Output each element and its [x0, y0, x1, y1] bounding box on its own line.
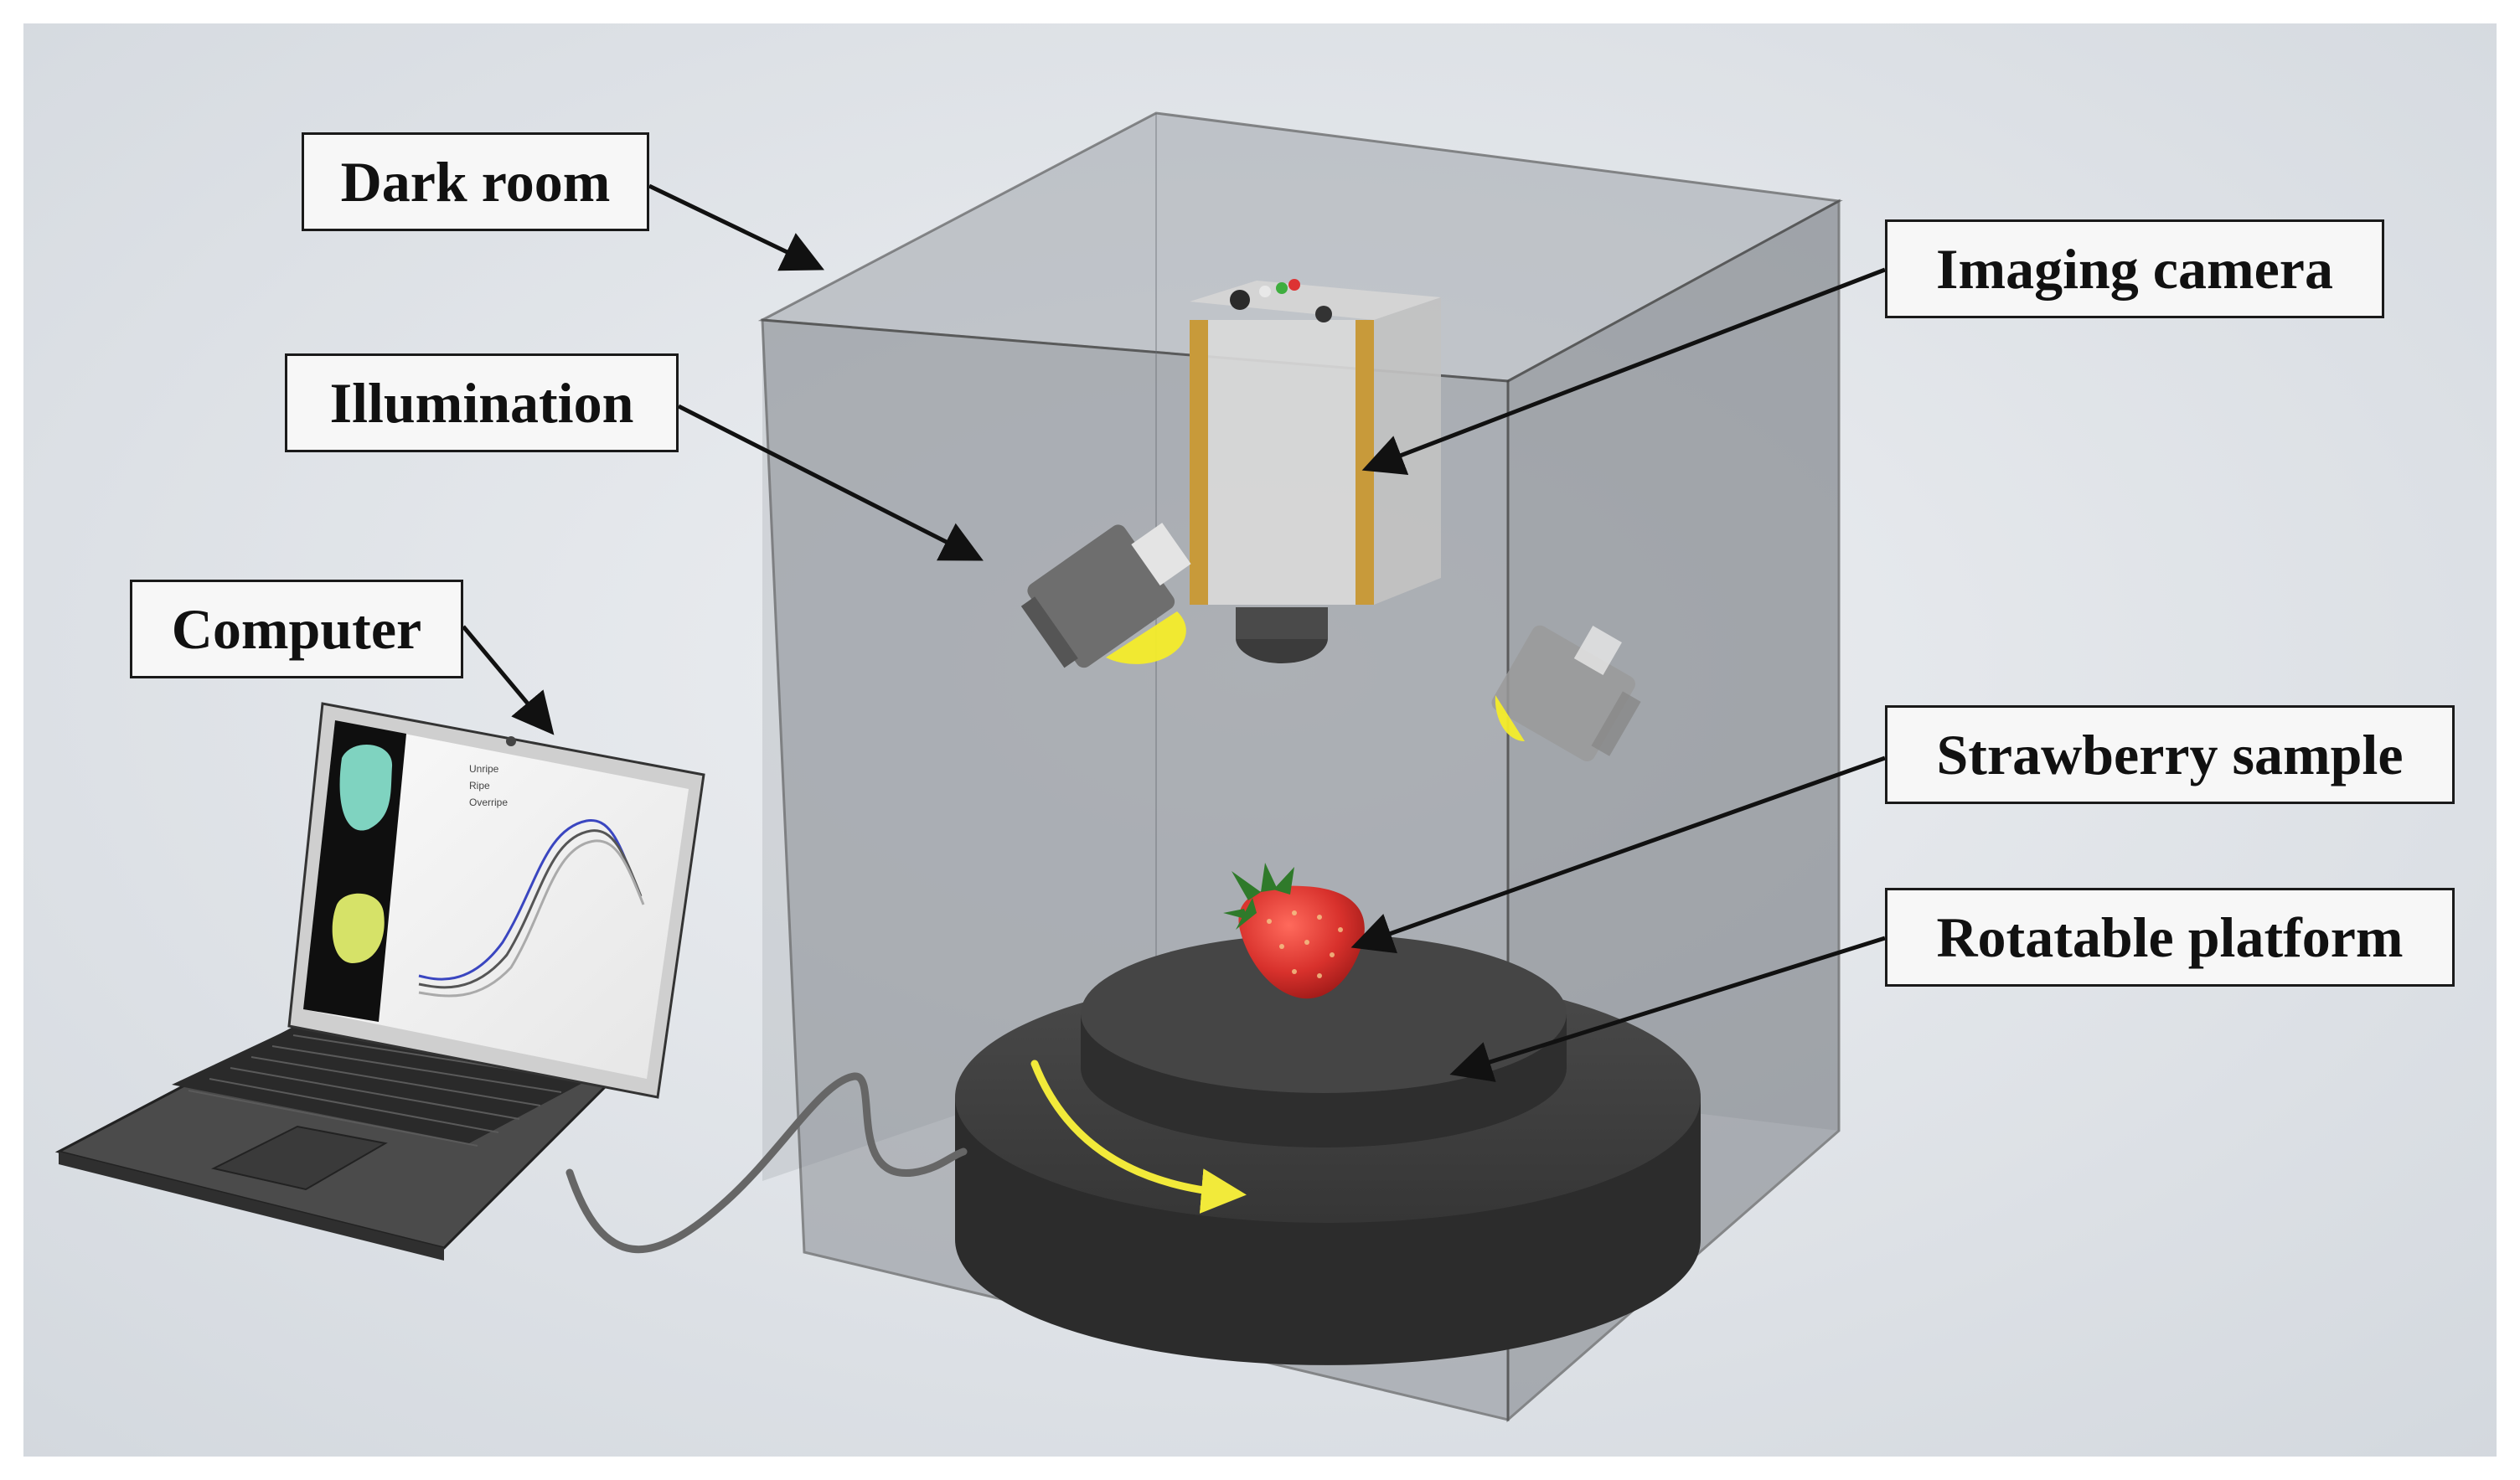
label-imaging-camera: Imaging camera — [1885, 219, 2384, 318]
camera-trim-right — [1356, 320, 1374, 605]
screen-legend: Unripe Ripe Overripe — [469, 763, 508, 808]
illumination-lamp-right — [1491, 625, 1641, 761]
rotation-arrow — [1030, 1060, 1247, 1214]
arrow-illumination — [677, 404, 984, 561]
legend-entry: Unripe — [469, 763, 499, 775]
laptop-screen — [303, 720, 689, 1079]
illumination-lamp-left — [1020, 523, 1191, 668]
label-strawberry-sample: Strawberry sample — [1885, 705, 2455, 804]
arrow-computer — [462, 625, 555, 735]
label-rotatable-platform: Rotatable platform — [1885, 888, 2455, 987]
label-computer: Computer — [130, 580, 463, 678]
leader-arrows — [462, 183, 1886, 1082]
label-illumination-text: Illumination — [329, 370, 634, 435]
laptop-computer — [54, 702, 705, 1261]
label-imaging-camera-text: Imaging camera — [1935, 236, 2333, 301]
connection-cable — [565, 1072, 968, 1254]
rotatable-platform — [955, 934, 1701, 1365]
laptop-camera-icon — [506, 736, 516, 746]
label-computer-text: Computer — [171, 596, 422, 661]
camera-trim-left — [1190, 320, 1208, 605]
arrow-strawberry-sample — [1350, 755, 1886, 954]
arrow-rotatable-platform — [1449, 936, 1886, 1082]
arrow-imaging-camera — [1361, 267, 1886, 476]
camera-knob-icon — [1230, 290, 1250, 310]
strawberry-sample — [1223, 863, 1365, 999]
legend-entry: Overripe — [469, 797, 508, 808]
legend-entry: Ripe — [469, 780, 490, 792]
laptop-trackpad — [211, 1125, 388, 1191]
label-illumination: Illumination — [285, 353, 679, 452]
label-dark-room: Dark room — [302, 132, 649, 231]
label-dark-room-text: Dark room — [340, 149, 611, 214]
arrow-dark-room — [648, 183, 825, 271]
label-rotatable-platform-text: Rotatable platform — [1936, 905, 2404, 969]
label-strawberry-sample-text: Strawberry sample — [1936, 722, 2404, 786]
